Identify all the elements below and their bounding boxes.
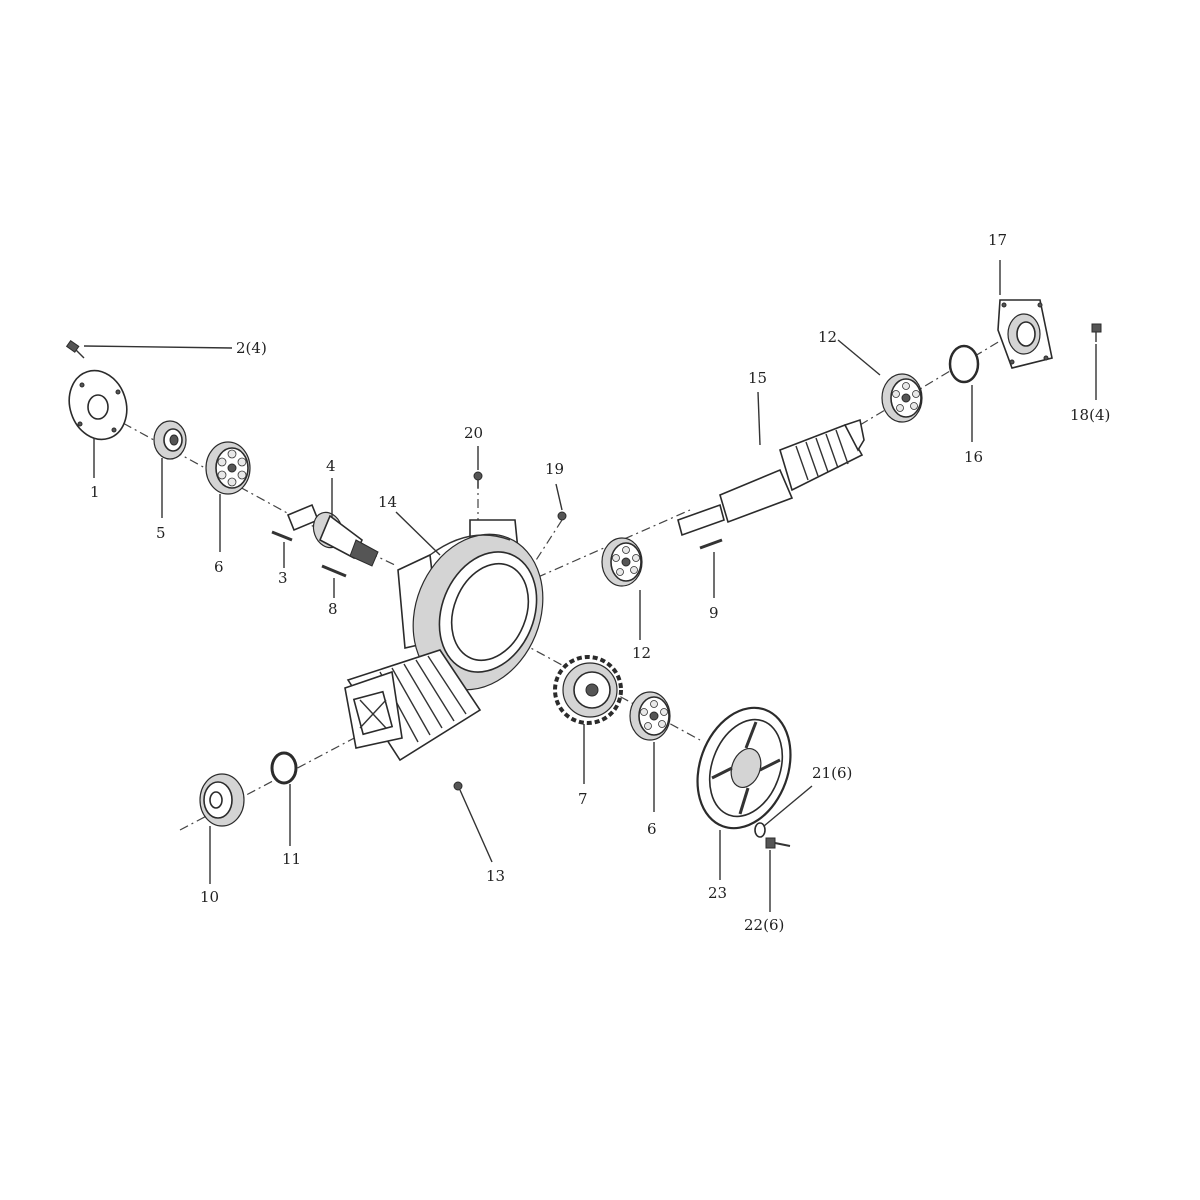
part-12-bearing-right	[881, 373, 923, 423]
label-part-21: 21(6)	[812, 764, 852, 782]
label-part-6-lower: 6	[647, 820, 657, 838]
part-3-key	[271, 530, 293, 542]
part-6-bearing-lower	[629, 691, 671, 741]
part-2-screw	[65, 339, 85, 359]
label-part-7: 7	[578, 790, 588, 808]
part-20-fitting	[473, 471, 483, 488]
part-17-flange-cover	[997, 299, 1053, 369]
label-part-3: 3	[278, 569, 288, 587]
label-part-20: 20	[464, 424, 483, 442]
label-part-18: 18(4)	[1070, 406, 1110, 424]
part-1-end-cover	[68, 369, 128, 441]
part-10-oil-seal	[199, 773, 245, 827]
part-21-washer	[754, 822, 766, 838]
label-part-15: 15	[748, 369, 767, 387]
part-15-worm-shaft	[677, 418, 865, 537]
label-part-9: 9	[709, 604, 719, 622]
label-part-6-left: 6	[214, 558, 224, 576]
part-13-plug	[453, 781, 463, 791]
assembly-axes	[89, 334, 1011, 831]
label-part-13: 13	[486, 867, 505, 885]
label-part-12-center: 12	[632, 644, 651, 662]
part-14-worm-section	[344, 649, 482, 762]
part-18-screw	[1091, 323, 1102, 342]
label-part-11: 11	[282, 850, 301, 868]
part-labels: 2(4) 1 5 6 3 4 8 14 20 19 12 9 15 12 16 …	[90, 231, 1110, 934]
part-19-plug	[557, 511, 567, 521]
label-part-2: 2(4)	[236, 339, 267, 357]
label-part-1: 1	[90, 483, 100, 501]
part-12-bearing-center	[601, 537, 643, 587]
label-part-4: 4	[326, 457, 336, 475]
part-14-gear-housing	[397, 519, 544, 691]
label-part-5: 5	[156, 524, 166, 542]
part-23-side-cover	[696, 706, 792, 830]
part-5-bearing	[153, 420, 187, 460]
label-part-16: 16	[964, 448, 983, 466]
label-part-17: 17	[988, 231, 1007, 249]
part-16-o-ring	[948, 344, 980, 384]
label-part-23: 23	[708, 884, 727, 902]
label-part-10: 10	[200, 888, 219, 906]
part-8-key	[321, 564, 347, 578]
part-11-snap-ring	[270, 751, 298, 785]
part-4-input-shaft	[286, 503, 379, 567]
label-part-19: 19	[545, 460, 564, 478]
part-9-key	[699, 538, 723, 550]
part-6-roller-bearing-left	[205, 441, 251, 495]
part-22-bolt	[765, 837, 791, 849]
label-part-22: 22(6)	[744, 916, 784, 934]
label-part-12-right: 12	[818, 328, 837, 346]
part-7-worm-gear	[553, 655, 623, 725]
label-part-8: 8	[328, 600, 338, 618]
leader-lines	[83, 260, 1097, 912]
label-part-14: 14	[378, 493, 397, 511]
